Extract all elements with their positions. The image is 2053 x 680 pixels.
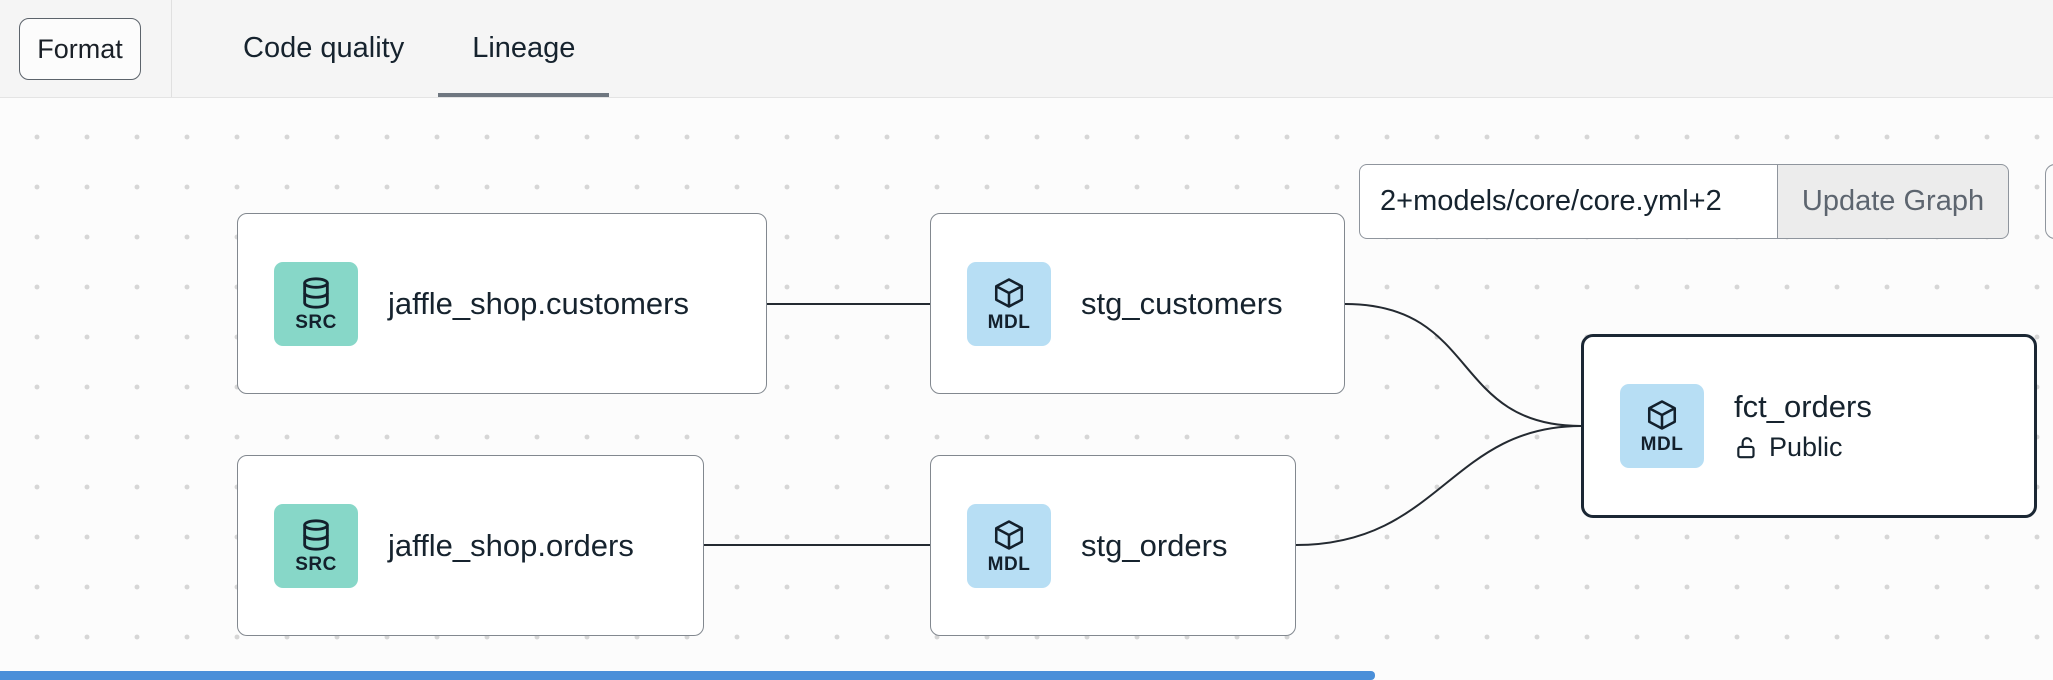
node-label: fct_orders: [1734, 389, 1872, 424]
source-badge: SRC: [274, 503, 358, 588]
database-icon: [299, 518, 333, 552]
node-label: jaffle_shop.orders: [388, 527, 634, 563]
node-stg-orders[interactable]: MDL stg_orders: [930, 455, 1296, 636]
database-icon: [299, 276, 333, 310]
edge-stg-customers-fct-orders: [1344, 303, 1582, 427]
badge-label: MDL: [1640, 434, 1684, 455]
model-badge: MDL: [967, 261, 1051, 346]
badge-label: MDL: [987, 311, 1031, 333]
tab-lineage[interactable]: Lineage: [438, 0, 610, 97]
tab-bar: Code quality Lineage: [209, 0, 610, 97]
node-stg-customers[interactable]: MDL stg_customers: [930, 213, 1345, 394]
cube-icon: [992, 276, 1026, 310]
node-access: Public: [1734, 432, 1872, 463]
update-graph-button[interactable]: Update Graph: [1777, 164, 2009, 239]
unlock-icon: [1734, 435, 1760, 461]
node-label: stg_orders: [1081, 527, 1228, 563]
source-badge: SRC: [274, 261, 358, 346]
model-badge: MDL: [967, 503, 1051, 588]
tab-code-quality[interactable]: Code quality: [243, 32, 405, 64]
node-jaffle-shop-customers[interactable]: SRC jaffle_shop.customers: [237, 213, 767, 394]
node-label: jaffle_shop.customers: [388, 285, 689, 321]
node-fct-orders[interactable]: MDL fct_orders Public: [1581, 334, 2037, 518]
topbar: Format Code quality Lineage: [0, 0, 2053, 98]
cropped-control[interactable]: [2045, 164, 2053, 239]
model-selector-input[interactable]: [1359, 164, 1778, 239]
cube-icon: [992, 518, 1026, 552]
access-label: Public: [1769, 432, 1843, 462]
node-jaffle-shop-orders[interactable]: SRC jaffle_shop.orders: [237, 455, 704, 636]
format-button[interactable]: Format: [19, 18, 141, 80]
badge-label: SRC: [295, 311, 337, 333]
horizontal-scrollbar[interactable]: [0, 671, 1375, 680]
edge-stg-orders-fct-orders: [1295, 425, 1582, 546]
node-label: stg_customers: [1081, 285, 1283, 321]
lineage-canvas[interactable]: SRC jaffle_shop.customers MDL stg_custom…: [0, 98, 2053, 680]
model-badge: MDL: [1620, 384, 1704, 468]
node-text: fct_orders Public: [1734, 389, 1872, 463]
topbar-divider: [171, 0, 172, 97]
badge-label: MDL: [987, 553, 1031, 575]
graph-controls: Update Graph: [1359, 164, 2009, 239]
lineage-edges: [704, 303, 1582, 546]
cube-icon: [1645, 398, 1679, 432]
badge-label: SRC: [295, 553, 337, 575]
